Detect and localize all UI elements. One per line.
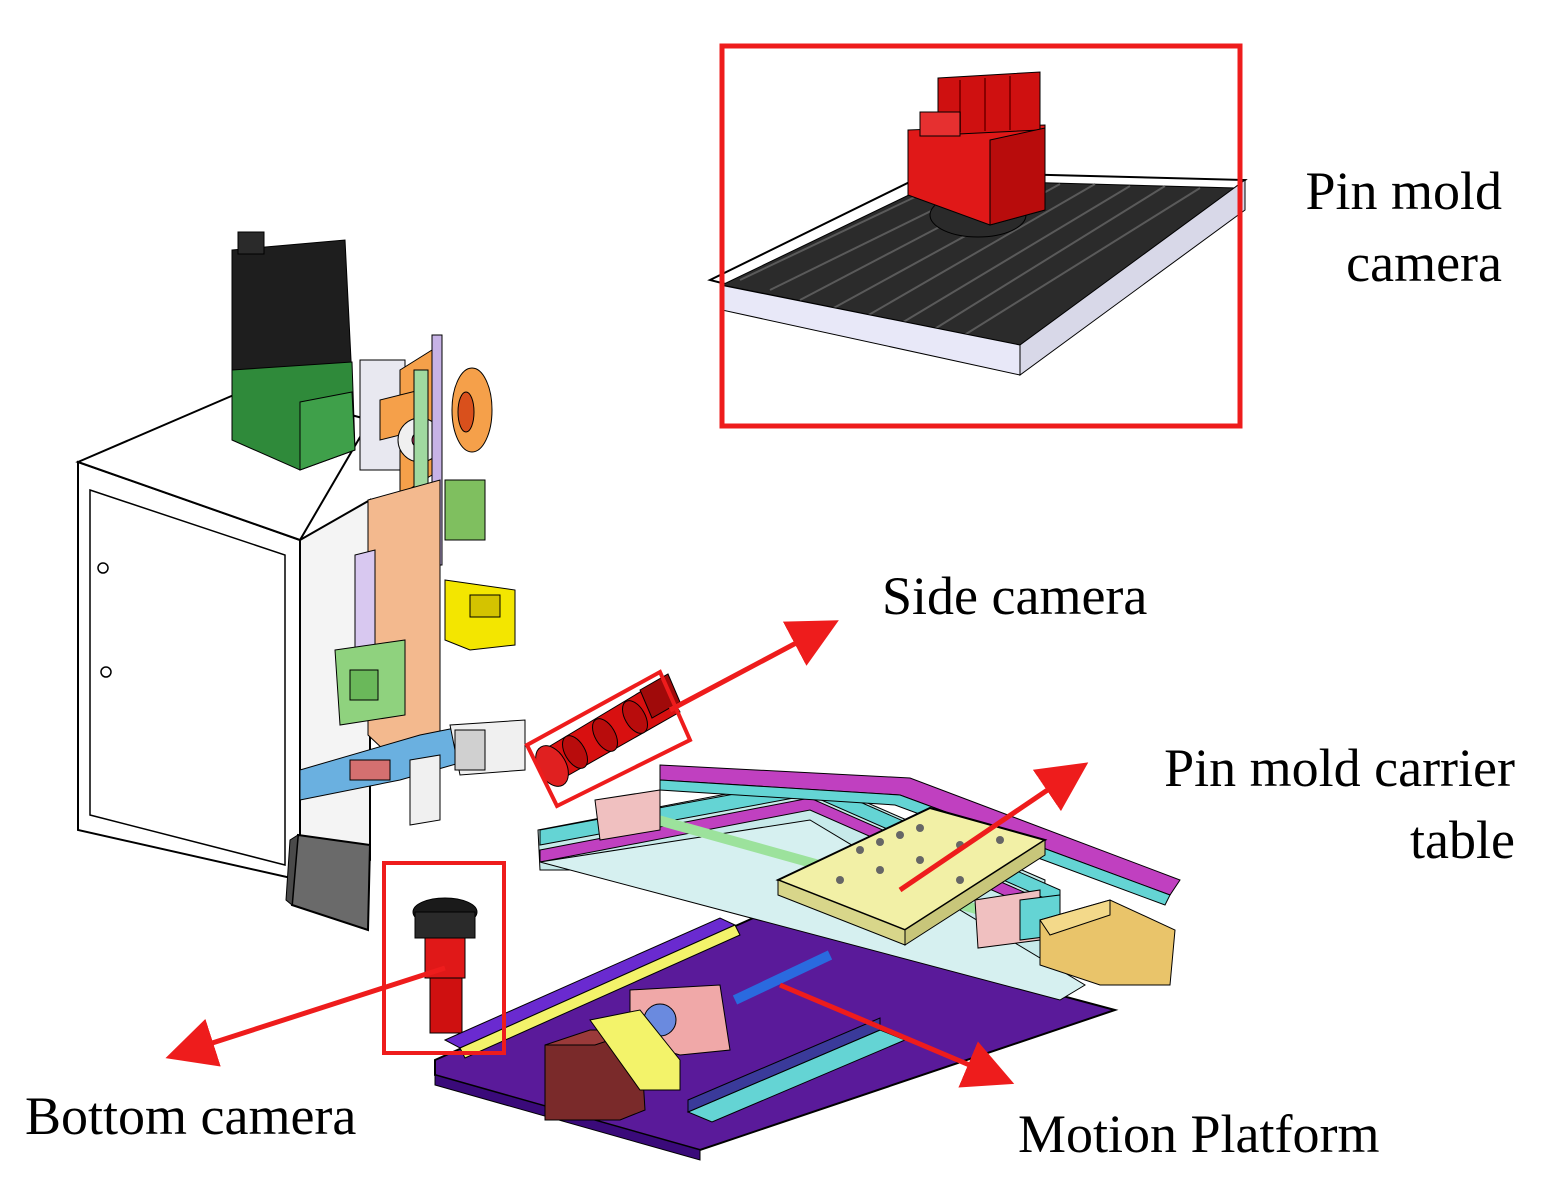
door-latch-upper — [97, 562, 109, 574]
bottom-camera-arrow — [165, 965, 446, 1067]
bottom-camera-label: Bottom camera — [25, 1086, 357, 1146]
vertical-mechanism — [299, 334, 526, 826]
cabinet — [75, 386, 372, 882]
door-latch-lower — [100, 666, 112, 678]
side-camera-arrow — [668, 620, 839, 713]
pin-mold-camera-label-line2: camera — [1346, 233, 1502, 293]
pin-mold-camera-label: Pin mold camera — [1250, 155, 1502, 299]
pin-mold-carrier-table-label-line2: table — [1410, 810, 1515, 870]
motion-platform — [434, 764, 1181, 1161]
carrier-table-arrow — [898, 762, 1089, 893]
top-servo-motor — [231, 231, 356, 471]
pin-mold-camera-label-line1: Pin mold — [1305, 161, 1502, 221]
motion-platform-label: Motion Platform — [1018, 1104, 1380, 1164]
side-camera-highlight-box — [524, 669, 693, 809]
bottom-camera-assembly — [412, 897, 478, 1034]
pin-mold-carrier-table-label: Pin mold carrier table — [1110, 732, 1515, 876]
side-camera-label: Side camera — [882, 566, 1148, 626]
motion-platform-arrow — [779, 982, 1015, 1088]
bottom-camera-highlight-box — [382, 861, 506, 1055]
callouts — [165, 43, 1243, 1088]
control-box — [285, 833, 372, 932]
pin-mold-camera-highlight-box — [719, 43, 1243, 429]
pin-mold-carrier-table-label-line1: Pin mold carrier — [1164, 738, 1515, 798]
pin-mold-camera-assembly — [707, 71, 1248, 376]
